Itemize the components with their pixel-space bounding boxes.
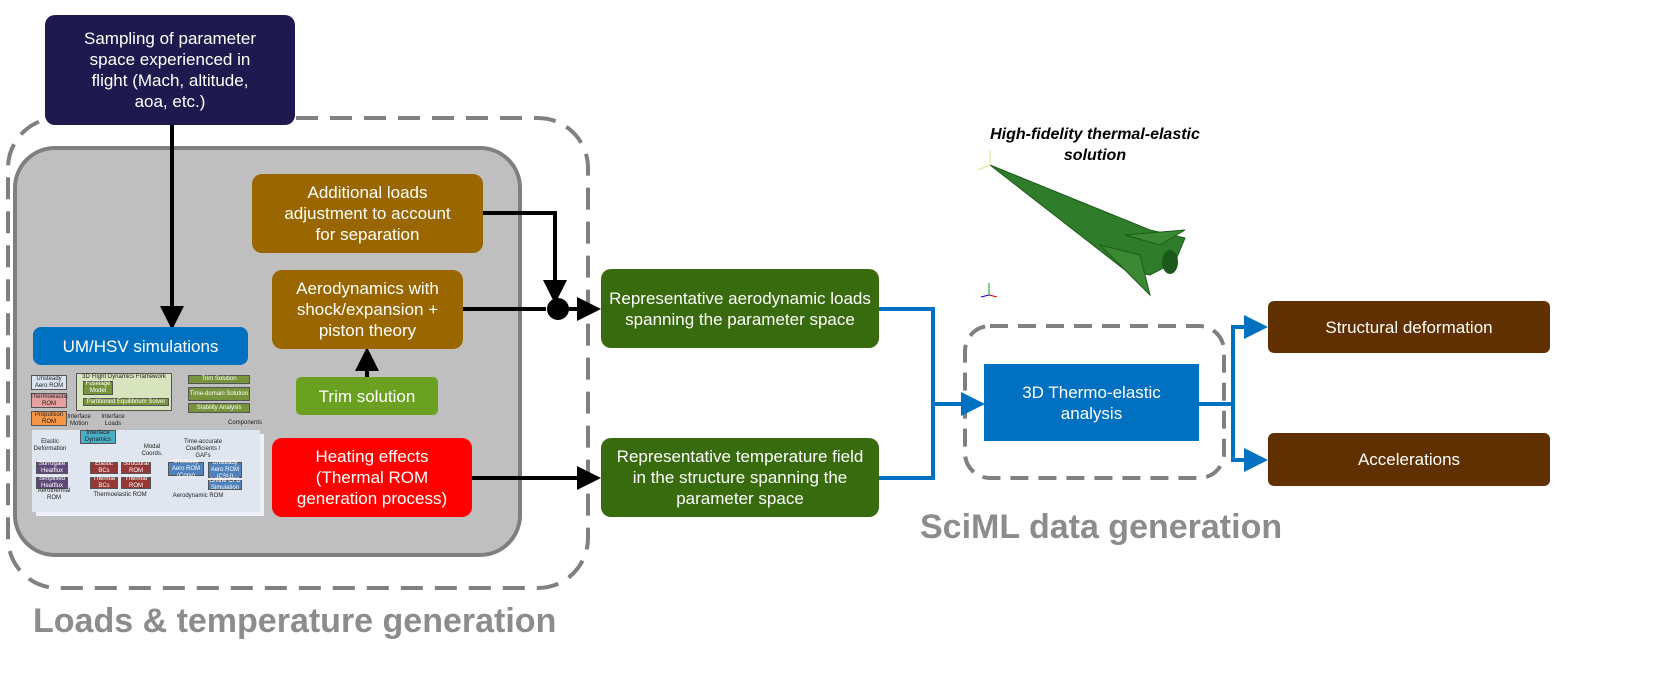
mini-modal-coords: Modal Coords. [141,444,163,457]
additional-loads-box: Additional loads adjustment to account f… [252,174,483,253]
sciml-title: SciML data generation [920,508,1283,546]
trim-solution-box: Trim solution [296,377,438,415]
loads-dashed-group [6,116,590,590]
mini-thermoelastic: Thermoelastic ROM [30,393,68,408]
structural-deformation-box: Structural deformation [1268,301,1550,353]
mini-aerodynamic-rom: Aerodynamic ROM [172,492,224,499]
mini-structural-rom: Structural ROM [121,461,151,474]
thermo-elastic-box: 3D Thermo-elastic analysis [984,364,1199,441]
mini-interface-dynamics: Interface Dynamics [80,430,116,444]
mini-aerothermal: Aerothermal ROM [37,488,71,501]
axis-triad-icon [980,283,998,298]
hifi-caption: High-fidelity thermal-elastic solution [990,126,1200,164]
mini-thermoelastic-rom: Thermoelastic ROM [93,491,147,498]
rep-aero-loads-box: Representative aerodynamic loads spannin… [601,269,879,348]
sampling-box: Sampling of parameter space experienced … [45,15,295,125]
mini-thermal-bcs: Thermal BCs [90,476,118,489]
mini-elastic-bcs: Elastic BCs [90,461,118,474]
mini-unsteady-conv: Unsteady Aero ROM (Conv) [168,459,204,479]
mini-elastic-deformation: Elastic Deformation [33,439,67,452]
mini-equilibrium: Partitioned Equilibrium Solver [83,398,169,406]
loads-title: Loads & temperature generation [33,602,557,640]
mini-thermal-rom: Thermal ROM [121,476,151,489]
mini-simplified: Simplified Heatflux [36,476,68,489]
junction-dot [547,298,569,320]
mini-stability: Stability Analysis [188,403,250,413]
mini-time-domain: Time-domain Solution [188,387,250,401]
mini-offline-cfd: Offline CFD Simulation [208,478,242,491]
mini-propulsion: Propulsion ROM [31,411,67,426]
mini-surrogate: Surrogate Heatflux [36,461,68,474]
rep-temperature-box: Representative temperature field in the … [601,438,879,517]
rocket-model-image [977,150,1186,297]
mini-trim: Trim Solution [188,375,250,384]
accelerations-box: Accelerations [1268,433,1550,486]
mini-interface-loads: Interface Loads [101,414,125,427]
framework-mini-diagram: Unsteady Aero ROM Thermoelastic ROM Prop… [28,370,263,512]
mini-fuselage: Fuselage Model [83,381,113,395]
heating-effects-box: Heating effects (Thermal ROM generation … [272,438,472,517]
mini-time-accurate: Time-accurate Coefficients / GAFs [183,438,223,459]
mini-framework-label: 3D Flight Dynamics Framework [82,374,166,380]
mini-components: Components [227,419,263,426]
um-hsv-box: UM/HSV simulations [33,327,248,365]
mini-unsteady-aero: Unsteady Aero ROM [31,375,67,390]
aerodynamics-box: Aerodynamics with shock/expansion + pist… [272,270,463,349]
mini-interface-motion: Interface Motion [67,414,91,427]
mini-unsteady-csu: Unsteady Aero ROM (CSU) [208,460,242,480]
